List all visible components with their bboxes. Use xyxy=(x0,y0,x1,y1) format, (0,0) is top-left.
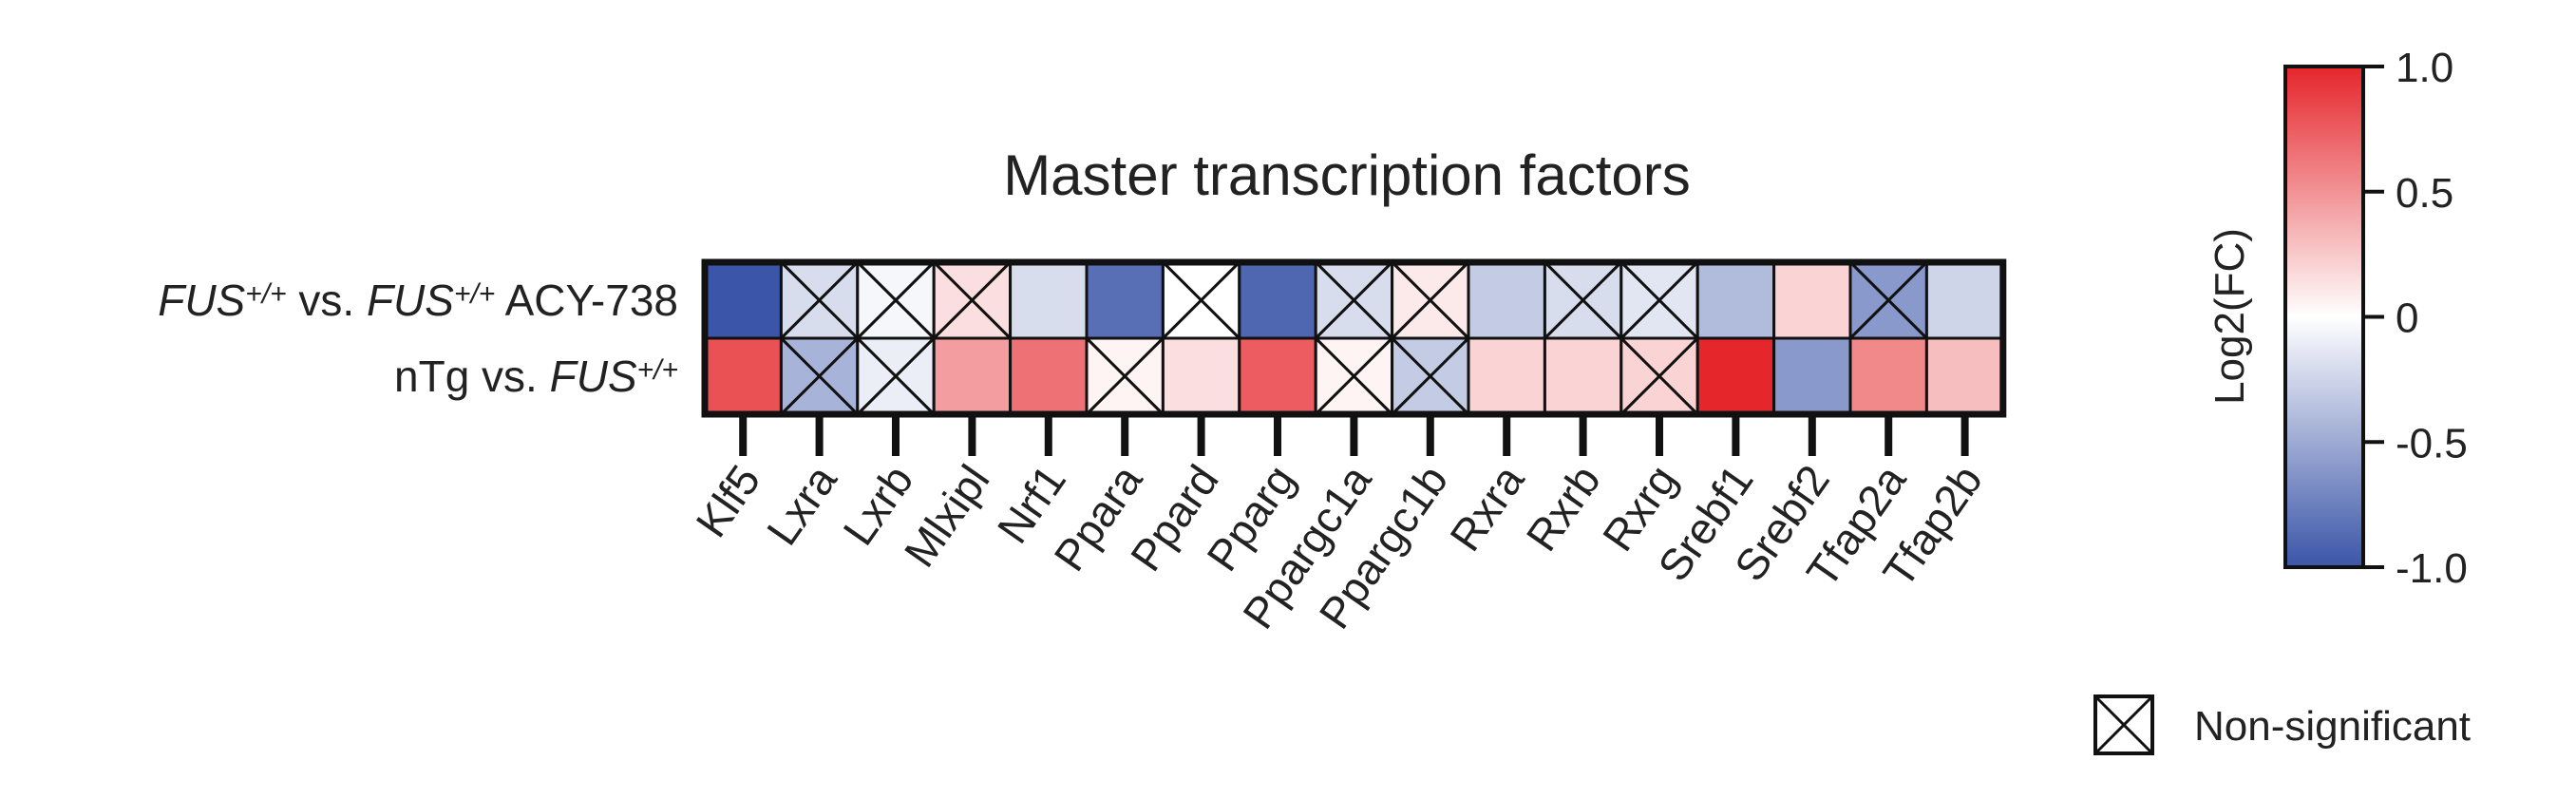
colorbar-tick-label: -0.5 xyxy=(2396,420,2468,466)
colorbar-label: Log2(FC) xyxy=(2207,228,2253,405)
column-labels: Klf5LxraLxrbMlxiplNrf1PparaPpardPpargPpa… xyxy=(686,414,1992,637)
row-label-part: FUS xyxy=(158,276,245,325)
chart-title: Master transcription factors xyxy=(1003,143,1691,207)
non-significant-cross xyxy=(933,260,1012,340)
column-label: Mlxipl xyxy=(895,456,999,576)
row-label: FUS+/+ vs. FUS+/+ ACY-738 xyxy=(158,276,678,325)
non-significant-cross xyxy=(856,336,936,416)
row-label-part: +/+ xyxy=(245,278,286,310)
non-significant-cross xyxy=(780,336,859,416)
row-label: nTg vs. FUS+/+ xyxy=(394,352,678,401)
colorbar-tick-label: 0.5 xyxy=(2396,170,2453,217)
row-label-part: FUS xyxy=(550,352,637,401)
non-significant-legend: Non-significant xyxy=(2093,694,2471,755)
heatmap-cell xyxy=(1161,336,1241,416)
non-significant-cross xyxy=(1544,260,1622,340)
heatmap-cell xyxy=(1543,336,1623,416)
colorbar-ticks: 1.0 0.5 0 -0.5 -1.0 xyxy=(2363,45,2468,592)
non-significant-cross xyxy=(856,260,936,340)
colorbar: 1.0 0.5 0 -0.5 -1.0 Log2(FC) xyxy=(2207,45,2468,592)
column-label: Lxra xyxy=(757,456,846,554)
heatmap-cells xyxy=(701,258,2007,418)
non-significant-cross xyxy=(1619,260,1699,340)
column-label: Rxra xyxy=(1440,456,1534,561)
row-label-part: ACY-738 xyxy=(495,276,678,325)
heatmap-cell xyxy=(1695,336,1776,416)
heatmap-cell xyxy=(1009,336,1089,416)
row-label-part: vs. xyxy=(287,276,367,325)
heatmap-cell xyxy=(1009,260,1089,340)
non-significant-cross xyxy=(1315,260,1393,340)
heatmap-cell xyxy=(1467,336,1546,416)
non-significant-cross xyxy=(1085,336,1165,416)
heatmap-cell xyxy=(1085,260,1165,340)
heatmap-cell xyxy=(703,260,783,340)
row-label-part: nTg vs. xyxy=(394,352,550,401)
heatmap-cell xyxy=(1848,336,1928,416)
heatmap-cell xyxy=(1772,260,1852,340)
colorbar-gradient xyxy=(2283,65,2365,569)
column-label: Rxrb xyxy=(1516,456,1609,560)
heatmap-cell xyxy=(1238,336,1317,416)
row-label-part: +/+ xyxy=(637,354,678,386)
row-label-part: FUS xyxy=(367,276,454,325)
heatmap-cell xyxy=(1924,260,2005,340)
non-significant-cross xyxy=(1391,260,1470,340)
column-label: Klf5 xyxy=(686,456,769,546)
non-significant-cross xyxy=(1162,260,1241,340)
colorbar-tick-label: 0 xyxy=(2396,295,2418,342)
heatmap-cell xyxy=(1924,336,2005,416)
heatmap-cell xyxy=(703,336,783,416)
heatmap-cell xyxy=(1695,260,1776,340)
legend-label: Non-significant xyxy=(2194,703,2471,750)
colorbar-tick-label: -1.0 xyxy=(2396,545,2468,592)
heatmap-cell xyxy=(1238,260,1317,340)
heatmap-cell xyxy=(1467,260,1546,340)
colorbar-tick-label: 1.0 xyxy=(2396,45,2453,91)
legend-cross-line xyxy=(2093,694,2154,755)
heatmap-cell xyxy=(932,336,1013,416)
non-significant-cross xyxy=(1848,260,1928,340)
non-significant-cross xyxy=(1619,336,1699,416)
non-significant-cross xyxy=(1315,336,1393,416)
non-significant-cross xyxy=(780,260,859,340)
heatmap-cell xyxy=(1772,336,1852,416)
non-significant-cross xyxy=(1391,336,1470,416)
row-label-part: +/+ xyxy=(454,278,495,310)
